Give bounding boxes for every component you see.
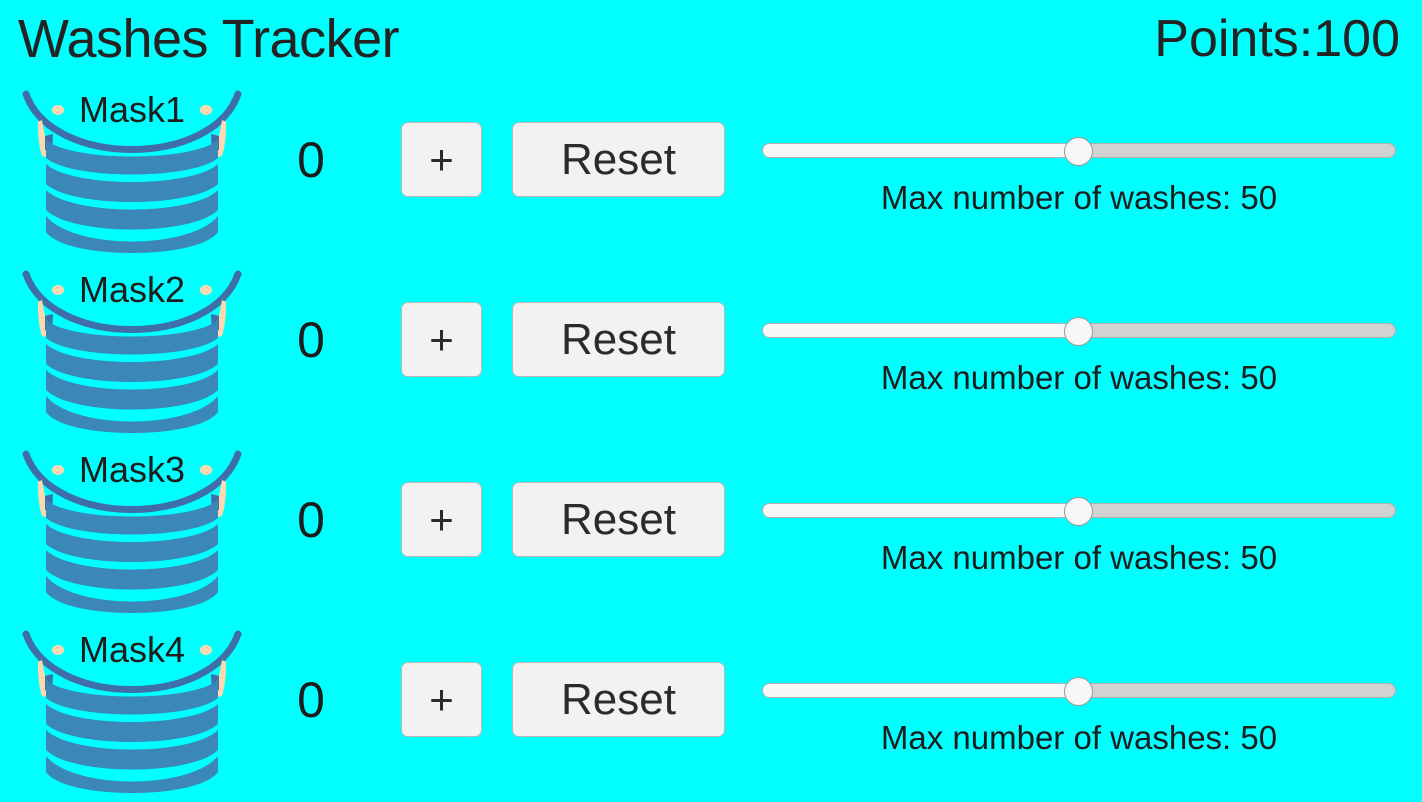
- slider-caption: Max number of washes: 50: [880, 179, 1278, 216]
- increment-button[interactable]: +: [401, 302, 482, 377]
- max-washes-slider[interactable]: Max number of washes: 50: [762, 262, 1396, 442]
- reset-button[interactable]: Reset: [512, 122, 725, 197]
- max-washes-slider[interactable]: Max number of washes: 50: [762, 442, 1396, 622]
- wash-count: 0: [297, 132, 325, 188]
- slider-caption: Max number of washes: 50: [880, 539, 1278, 576]
- increment-button[interactable]: +: [401, 662, 482, 737]
- max-washes-slider[interactable]: Max number of washes: 50: [762, 622, 1396, 802]
- face-mask-icon: [12, 262, 252, 440]
- face-mask-icon: [12, 82, 252, 260]
- increment-button[interactable]: +: [401, 122, 482, 197]
- face-mask-icon: [12, 442, 252, 620]
- wash-count: 0: [297, 312, 325, 368]
- slider-fill: [763, 324, 1079, 337]
- slider-thumb[interactable]: [1064, 317, 1093, 346]
- wash-count: 0: [297, 672, 325, 728]
- reset-button[interactable]: Reset: [512, 662, 725, 737]
- reset-button[interactable]: Reset: [512, 302, 725, 377]
- slider-thumb[interactable]: [1064, 677, 1093, 706]
- mask-row: Mask4 0 + Reset Max number of washes: 50: [0, 622, 1422, 802]
- slider-fill: [763, 684, 1079, 697]
- increment-button[interactable]: +: [401, 482, 482, 557]
- face-mask-icon: [12, 622, 252, 800]
- slider-caption: Max number of washes: 50: [880, 359, 1278, 396]
- mask-row: Mask1 0 + Reset Max number of washes: 50: [0, 82, 1422, 262]
- slider-caption: Max number of washes: 50: [880, 719, 1278, 756]
- mask-row: Mask2 0 + Reset Max number of washes: 50: [0, 262, 1422, 442]
- slider-fill: [763, 504, 1079, 517]
- reset-button[interactable]: Reset: [512, 482, 725, 557]
- slider-thumb[interactable]: [1064, 497, 1093, 526]
- page-title: Washes Tracker: [18, 9, 400, 69]
- wash-count: 0: [297, 492, 325, 548]
- slider-thumb[interactable]: [1064, 137, 1093, 166]
- slider-fill: [763, 144, 1079, 157]
- app-header: Washes Tracker Points:100: [0, 0, 1422, 82]
- points-display: Points:100: [1154, 10, 1400, 68]
- max-washes-slider[interactable]: Max number of washes: 50: [762, 82, 1396, 262]
- mask-row: Mask3 0 + Reset Max number of washes: 50: [0, 442, 1422, 622]
